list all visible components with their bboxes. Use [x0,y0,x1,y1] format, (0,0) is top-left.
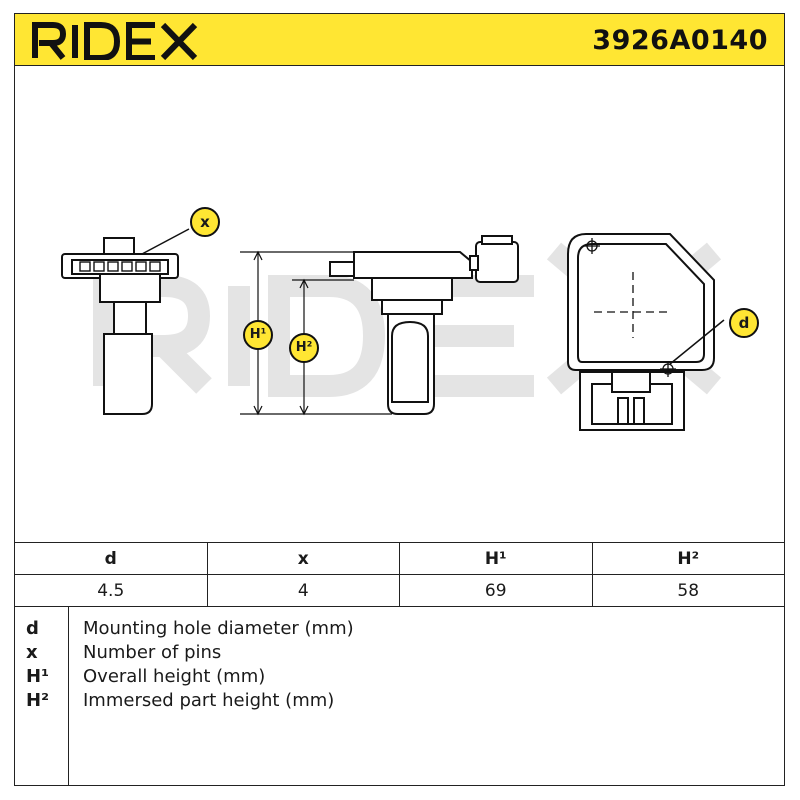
legend-divider [68,606,69,786]
callout-d-label: d [738,314,750,332]
ridex-logo [32,22,198,60]
callout-h2: H² [289,333,319,363]
legend-key: d [26,618,39,639]
spec-value-d: 4.5 [14,574,208,607]
spec-col-h1: H¹ [399,542,593,575]
callout-h2-label: H² [295,340,313,355]
callout-h1: H¹ [243,320,273,350]
mounting-hole-marks [584,238,676,377]
drawing-frame [14,66,785,786]
spec-table-value-row: 4.5 4 69 58 [14,574,785,607]
middle-view [329,235,519,415]
legend-description: Immersed part height (mm) [83,690,335,711]
legend-description: Number of pins [83,642,222,663]
x-leader-line [141,228,190,255]
callout-x-label: x [200,213,210,231]
legend-key: H² [26,690,49,711]
callout-d: d [729,308,759,338]
spec-col-h2: H² [591,542,785,575]
left-view [61,237,179,415]
callout-h1-label: H¹ [249,327,267,342]
spec-col-x: x [206,542,400,575]
d-leader-line [669,319,725,365]
dimension-lines [240,250,392,416]
technical-drawing [61,228,725,431]
spec-table-header-row: d x H¹ H² [14,542,785,575]
spec-value-x: 4 [206,574,400,607]
spec-value-h1: 69 [399,574,593,607]
legend-key: H¹ [26,666,49,687]
part-number: 3926A0140 [592,25,768,56]
header-bar: 3926A0140 [14,13,785,66]
legend-key: x [26,642,38,663]
legend-description: Overall height (mm) [83,666,266,687]
callout-x: x [190,207,220,237]
spec-value-h2: 58 [591,574,785,607]
right-view [567,233,715,431]
spec-col-d: d [14,542,208,575]
legend-description: Mounting hole diameter (mm) [83,618,354,639]
spec-table: d x H¹ H² 4.5 4 69 58 [14,542,785,607]
